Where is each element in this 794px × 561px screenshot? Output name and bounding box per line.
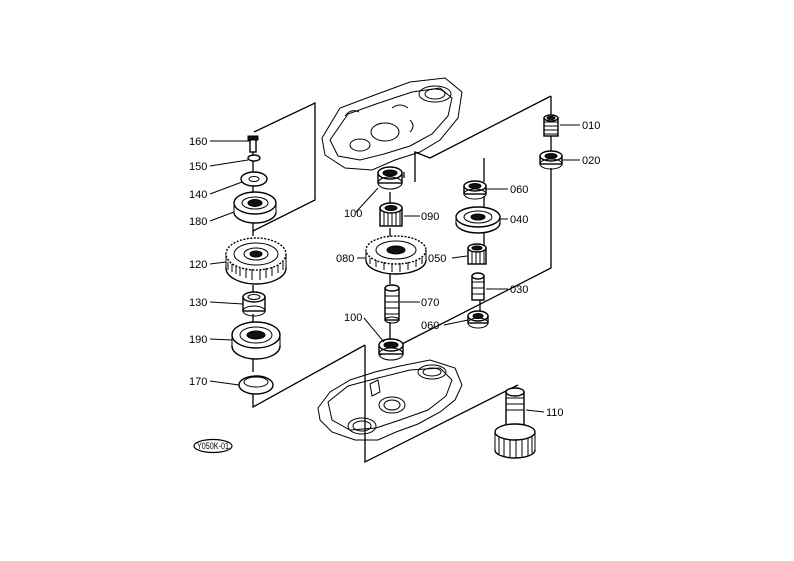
label-150: 150 [189, 161, 207, 173]
label-140: 140 [189, 189, 207, 201]
bolt-160 [247, 135, 259, 153]
bearing-100-upper [377, 166, 403, 190]
label-100-upper: 100 [344, 208, 362, 220]
label-090: 090 [421, 211, 439, 223]
label-170: 170 [189, 376, 207, 388]
label-110: 110 [546, 407, 564, 419]
bearing-190 [231, 321, 281, 360]
label-130: 130 [189, 297, 207, 309]
label-190: 190 [189, 334, 207, 346]
pinion-shaft-110 [494, 387, 536, 459]
diagram-code: Y050K-01 [197, 441, 229, 451]
label-160: 160 [189, 136, 207, 148]
needle-bearing-050 [467, 243, 487, 265]
label-120: 120 [189, 259, 207, 271]
label-060-lower: 060 [421, 320, 439, 332]
bearing-020 [539, 150, 563, 170]
bearing-060-lower [467, 310, 489, 329]
oil-seal-170 [238, 375, 274, 395]
label-070: 070 [421, 297, 439, 309]
washer-150 [247, 154, 261, 162]
part-labels: 160 150 140 180 120 130 190 170 100 090 … [189, 120, 600, 419]
needle-bearing-010 [543, 114, 559, 137]
upper-housing-cover [321, 77, 463, 171]
label-060-upper: 060 [510, 184, 528, 196]
gear-120 [225, 237, 287, 285]
needle-bearing-090 [379, 202, 403, 227]
gear-080 [365, 235, 427, 275]
label-180: 180 [189, 216, 207, 228]
label-020: 020 [582, 155, 600, 167]
shaft-030 [471, 272, 485, 301]
label-010: 010 [582, 120, 600, 132]
label-030: 030 [510, 284, 528, 296]
lower-housing [317, 359, 463, 441]
bearing-100-lower [378, 338, 404, 361]
label-100-lower: 100 [344, 312, 362, 324]
label-050: 050 [428, 253, 446, 265]
label-080: 080 [336, 253, 354, 265]
bearing-060-upper [463, 180, 487, 200]
washer-140 [240, 171, 268, 187]
bearing-180 [233, 191, 277, 224]
label-040: 040 [510, 214, 528, 226]
diagram-code-stamp: Y050K-01 [193, 438, 233, 454]
shaft-070 [384, 284, 400, 324]
gear-040 [455, 206, 501, 234]
collar-130 [242, 291, 266, 317]
leader-lines [209, 124, 580, 413]
